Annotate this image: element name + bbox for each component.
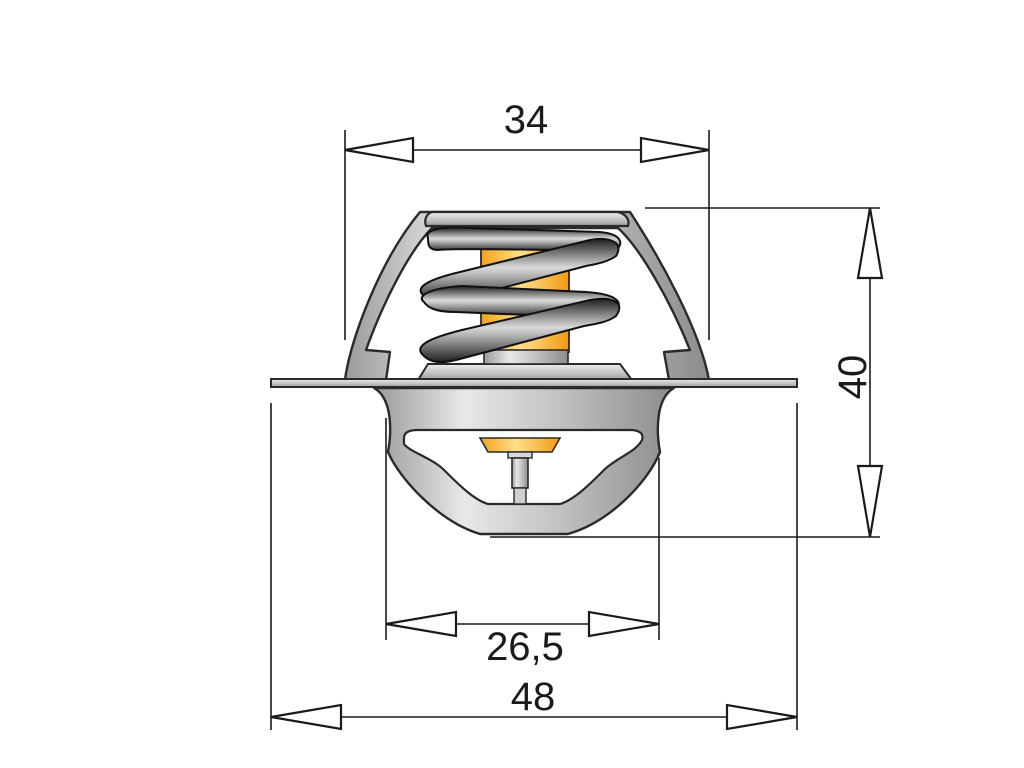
arrow-left-icon — [270, 703, 343, 731]
piston-pin — [511, 457, 529, 489]
pin-collar — [507, 451, 533, 459]
cylinder-base — [483, 349, 569, 365]
dimension-bottom-width: 26,5 — [385, 418, 660, 669]
piston-pin-tip — [513, 487, 527, 505]
dimension-height: 40 — [490, 207, 884, 538]
flange — [270, 378, 798, 388]
dimension-flange-width: 48 — [270, 403, 798, 731]
valve-seat — [416, 363, 634, 381]
arrow-left-icon — [344, 136, 415, 164]
dimension-label-height: 40 — [831, 355, 875, 400]
top-cap — [424, 210, 630, 228]
dimension-label-top-width: 34 — [504, 98, 549, 142]
arrow-up-icon — [856, 207, 884, 280]
dimension-label-bottom-width: 26,5 — [486, 625, 564, 669]
arrow-right-icon — [725, 703, 798, 731]
arrow-down-icon — [856, 464, 884, 538]
arrow-left-icon — [385, 610, 458, 638]
dimension-label-flange-width: 48 — [511, 675, 556, 719]
dimension-top-width: 34 — [344, 98, 710, 340]
arrow-right-icon — [587, 610, 660, 638]
arrow-right-icon — [639, 136, 710, 164]
thermostat — [270, 210, 798, 536]
lower-wax-element — [478, 437, 562, 453]
spring-coil-4 — [419, 297, 621, 364]
